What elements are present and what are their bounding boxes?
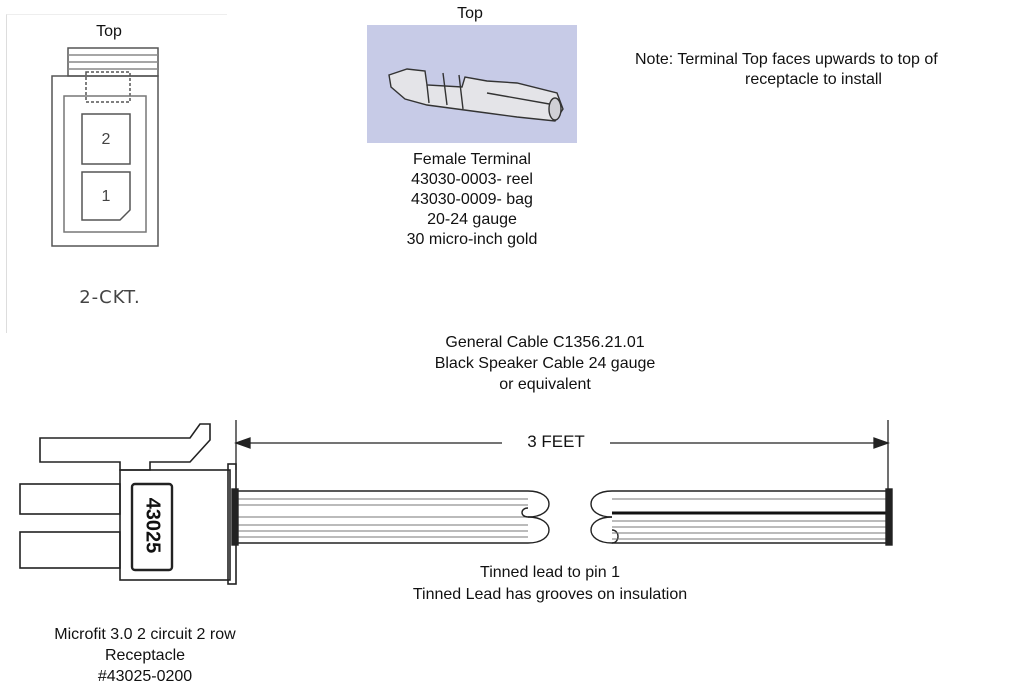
housing-part-marking: 43025 [141, 497, 164, 554]
receptacle-line-1: Microfit 3.0 2 circuit 2 row [54, 626, 236, 643]
cable-spec-line-2: Black Speaker Cable 24 gauge [434, 355, 656, 372]
housing-body [119, 469, 231, 581]
lead-note-line-1: Tinned lead to pin 1 [480, 564, 620, 581]
cable-spec-line-1: General Cable C1356.21.01 [445, 334, 645, 351]
female-terminal-icon [388, 68, 564, 122]
housing-lower-cavity [19, 531, 121, 569]
circuit-label: 2-CKT. [79, 287, 141, 308]
connector-top-label: Top [96, 23, 122, 40]
receptacle-housing [19, 423, 237, 585]
terminal-top-label: Top [457, 5, 483, 22]
housing-latch [39, 423, 211, 471]
dimension-line [234, 420, 890, 490]
receptacle-line-2: Receptacle [104, 647, 186, 664]
receptacle-part-number: #43025-0200 [97, 668, 193, 685]
note-line-1: Note: Terminal Top faces upwards to top … [635, 51, 938, 68]
terminal-part-bag: 43030-0009- bag [411, 191, 533, 208]
face-latch-window [85, 71, 131, 103]
dimension-label: 3 FEET [527, 432, 585, 451]
housing-marking-box [130, 482, 174, 572]
pin-label-2: 2 [101, 131, 111, 148]
housing-upper-cavity [19, 483, 121, 515]
terminal-title: Female Terminal [413, 151, 531, 168]
terminal-plating: 30 micro-inch gold [406, 231, 538, 248]
connector-face-drawing [51, 47, 159, 247]
face-inner [63, 95, 147, 233]
connector-face-panel [6, 14, 227, 333]
terminal-part-reel: 43030-0003- reel [411, 171, 533, 188]
cavity-1 [81, 171, 131, 221]
pin-label-1: 1 [101, 188, 111, 205]
cavity-2 [81, 113, 131, 165]
cable [231, 488, 893, 546]
terminal-image [367, 25, 577, 143]
cable-spec-line-3: or equivalent [499, 376, 591, 393]
face-body [51, 75, 159, 247]
lead-note-line-2: Tinned Lead has grooves on insulation [412, 586, 688, 603]
terminal-gauge: 20-24 gauge [427, 211, 517, 228]
note-line-2: receptacle to install [745, 71, 882, 88]
